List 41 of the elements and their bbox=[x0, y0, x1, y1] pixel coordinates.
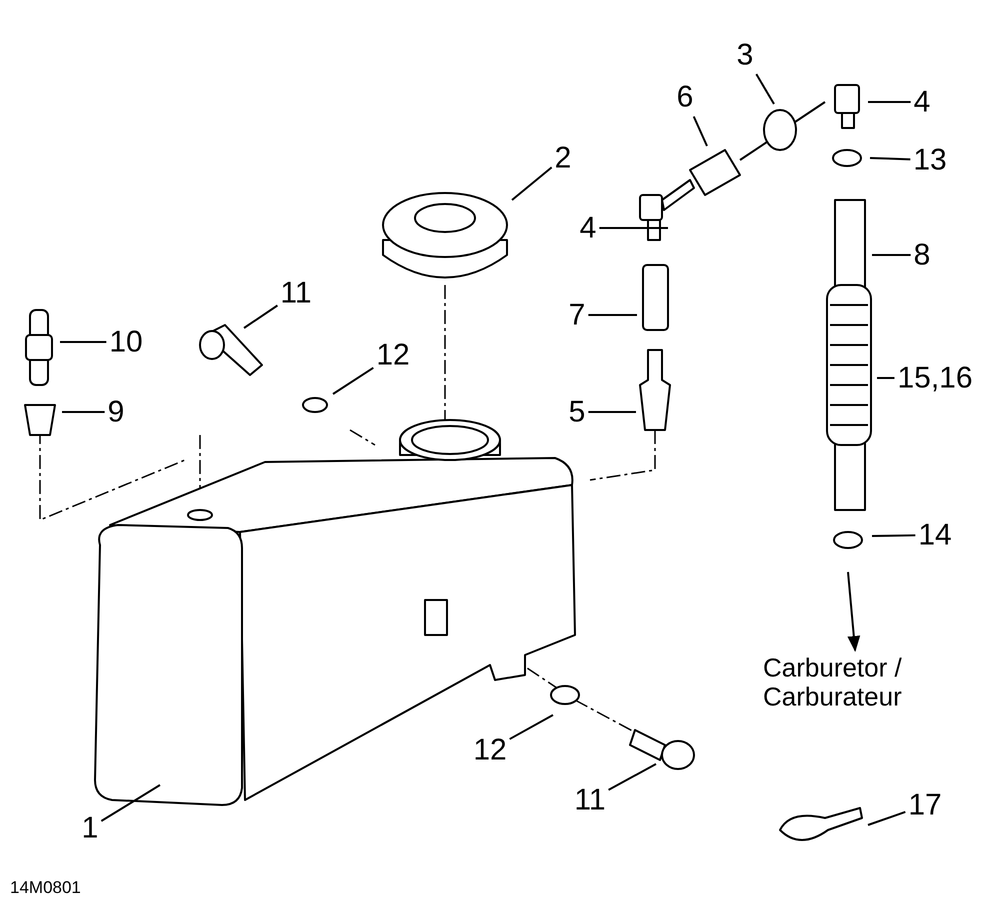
leader-line bbox=[877, 377, 894, 379]
leader-line bbox=[755, 74, 775, 104]
callout-number: 13 bbox=[913, 144, 947, 176]
leader-line bbox=[509, 714, 554, 740]
callout-number: 12 bbox=[376, 338, 410, 372]
callout-number: 9 bbox=[108, 396, 124, 428]
figure-code: 14M0801 bbox=[10, 878, 81, 898]
leader-line bbox=[332, 366, 374, 395]
leader-line bbox=[511, 166, 552, 201]
callout-number: 1 bbox=[82, 812, 98, 844]
callout-number: 5 bbox=[568, 396, 586, 428]
callout-number: 6 bbox=[676, 80, 694, 114]
callout-number: 11 bbox=[574, 784, 606, 816]
leader-line bbox=[870, 157, 910, 160]
callout-number: 3 bbox=[736, 38, 754, 72]
leader-line bbox=[872, 534, 916, 537]
callout-number: 7 bbox=[568, 298, 586, 332]
callout-number: 11 bbox=[280, 276, 312, 310]
callout-number: 2 bbox=[554, 142, 572, 174]
leader-line bbox=[62, 411, 105, 413]
callout-number: 4 bbox=[580, 212, 596, 244]
leader-line bbox=[692, 116, 708, 146]
leader-line bbox=[588, 314, 637, 316]
destination-label: Carburetor / Carburateur bbox=[763, 653, 953, 711]
callout-number: 15,16 bbox=[897, 362, 973, 394]
leader-line bbox=[868, 101, 911, 103]
callout-number: 10 bbox=[109, 326, 143, 358]
leader-line bbox=[243, 304, 278, 329]
callout-number: 4 bbox=[914, 86, 930, 118]
callout-number: 14 bbox=[918, 518, 952, 552]
leader-line bbox=[599, 227, 668, 229]
leader-line bbox=[608, 763, 656, 791]
leader-line bbox=[60, 341, 106, 343]
arrow bbox=[847, 572, 860, 652]
leader-line bbox=[100, 784, 161, 822]
callout-number: 8 bbox=[914, 238, 930, 272]
leader-line bbox=[868, 810, 906, 826]
leader-line bbox=[588, 411, 636, 413]
callout-number: 12 bbox=[473, 734, 507, 766]
callout-number: 17 bbox=[908, 788, 942, 822]
leader-line bbox=[872, 254, 911, 256]
